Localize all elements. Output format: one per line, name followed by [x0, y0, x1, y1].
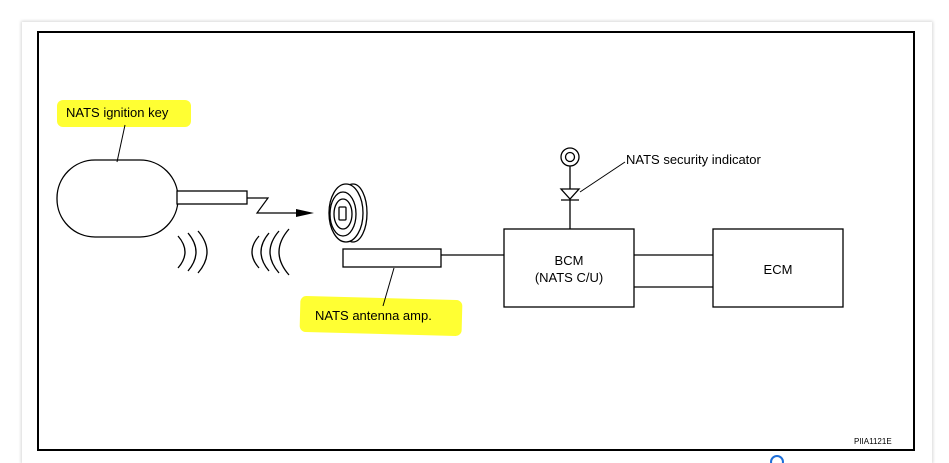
ecm-label: ECM: [763, 262, 793, 277]
highlight-ignition-key: [57, 100, 191, 127]
bcm-label: BCM (NATS C/U): [504, 252, 634, 286]
bcm-label-line1: BCM: [554, 253, 584, 268]
diode-icon: [559, 188, 581, 201]
figure-code: PIIA1121E: [854, 437, 892, 446]
ignition-key-blade: [176, 190, 248, 205]
antenna-amp-box: [342, 248, 442, 268]
security-indicator-leader: [579, 161, 626, 193]
security-indicator-label: NATS security indicator: [626, 152, 761, 167]
transmission-zigzag-icon: [247, 197, 296, 214]
antenna-amp-label: NATS antenna amp.: [315, 308, 432, 323]
ecm-box: [712, 228, 844, 308]
transmission-arrowhead-icon: [296, 209, 314, 217]
ignition-key-leader: [116, 124, 126, 163]
bcm-box: [503, 228, 635, 308]
antenna-amp-leader: [382, 267, 395, 307]
link-icon[interactable]: [770, 455, 784, 463]
radio-waves-outgoing-icon: [177, 230, 208, 274]
ignition-key-head: [56, 159, 179, 238]
antenna-coil-icon: [328, 183, 368, 243]
indicator-lamp-icon: [560, 147, 580, 167]
radio-waves-incoming-icon: [251, 228, 290, 276]
bcm-label-line2: (NATS C/U): [534, 270, 604, 285]
ignition-key-label: NATS ignition key: [66, 105, 169, 120]
